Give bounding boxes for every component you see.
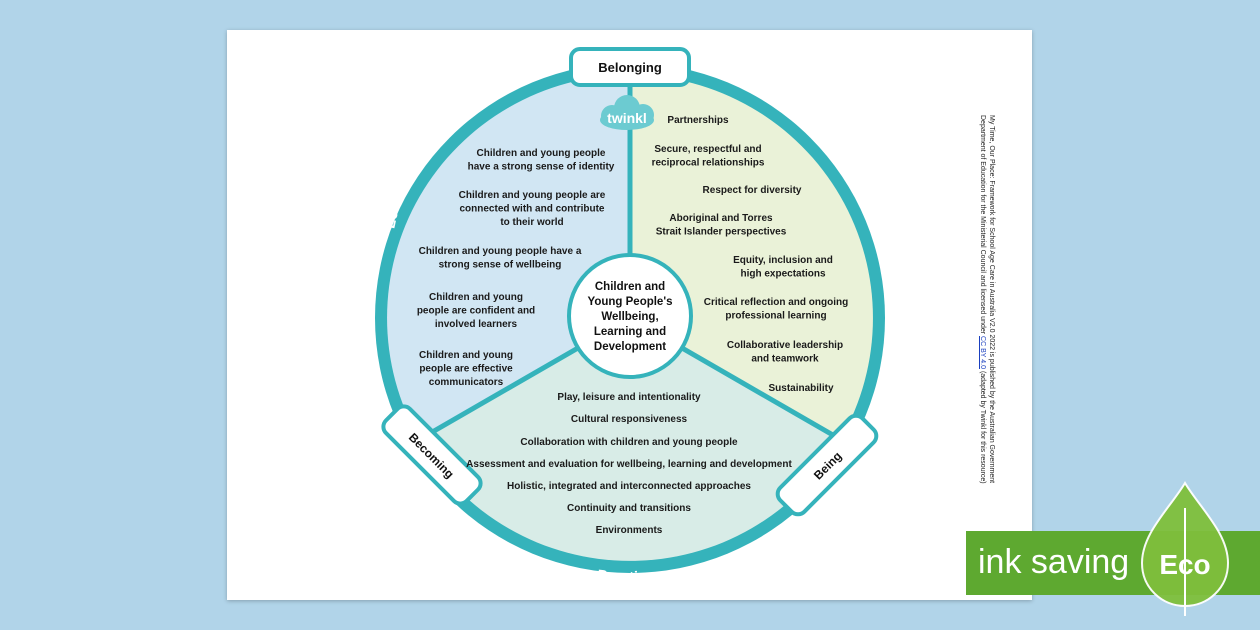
twinkl-logo: twinkl <box>600 95 654 130</box>
eco-leaf-drop-icon: Eco <box>1140 481 1230 616</box>
practice-item: Holistic, integrated and interconnected … <box>507 481 751 492</box>
principle-item: Sustainability <box>768 383 833 394</box>
credit-line-2: Department of Education for the Minister… <box>978 115 987 520</box>
belonging-tab-label: Belonging <box>598 60 662 75</box>
practice-item: Continuity and transitions <box>567 503 691 514</box>
eco-label: Eco <box>1159 549 1210 580</box>
practice-item: Cultural responsiveness <box>571 414 688 425</box>
credit-line-1: My Time, Our Place: Framework for School… <box>988 115 995 484</box>
belonging-tab: Belonging <box>569 47 691 87</box>
attribution-credit: My Time, Our Place: Framework for School… <box>971 115 996 520</box>
credit-line-2-text: Department of Education for the Minister… <box>979 115 987 335</box>
center-hub <box>567 253 693 379</box>
principles-sector <box>630 75 873 440</box>
twinkl-logo-text: twinkl <box>607 110 647 126</box>
practices-ring-label: Practices <box>596 567 664 586</box>
credit-line-2-suffix: (adapted by Twinkl for this resource) <box>979 370 987 484</box>
learning-outcomes-sector <box>387 75 630 440</box>
practice-item: Assessment and evaluation for wellbeing,… <box>466 459 792 470</box>
practices-list: Play, leisure and intentionalityCultural… <box>466 392 792 536</box>
practice-item: Collaboration with children and young pe… <box>520 437 738 448</box>
being-tab: Being <box>775 413 879 517</box>
principle-item: Partnerships <box>667 115 729 126</box>
ink-saving-label: ink saving <box>978 543 1130 581</box>
principle-item: Respect for diversity <box>703 185 802 196</box>
practice-item: Play, leisure and intentionality <box>557 392 701 403</box>
license-link[interactable]: CC BY 4.0 <box>979 336 987 369</box>
practice-item: Environments <box>596 525 663 536</box>
practices-sector <box>419 318 841 561</box>
